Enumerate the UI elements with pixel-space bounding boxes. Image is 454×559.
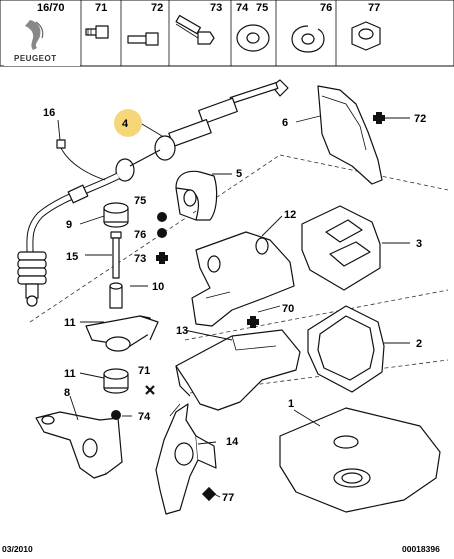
part-14-bracket xyxy=(155,403,217,515)
header-num-77: 77 xyxy=(368,2,380,14)
header-part-73-screw-icon xyxy=(175,14,215,45)
callout-10: 10 xyxy=(152,281,164,293)
part-6-heat-shield xyxy=(317,85,383,185)
header-part-77-nut-icon xyxy=(351,21,381,51)
brand-name: PEUGEOT xyxy=(14,54,57,63)
header-num-74: 74 xyxy=(236,2,249,14)
header-num-76: 76 xyxy=(320,2,332,14)
callout-4: 4 xyxy=(122,118,129,130)
header-num-16-70: 16/70 xyxy=(37,2,65,14)
callout-71: 71 xyxy=(138,365,150,377)
header-num-71: 71 xyxy=(95,2,107,14)
part-74-symbol xyxy=(111,410,121,420)
header-part-71-bolt-icon xyxy=(85,25,109,39)
part-9-bush xyxy=(103,202,129,228)
part-5-clamp xyxy=(175,170,218,221)
callout-14: 14 xyxy=(226,436,239,448)
callout-11-lower: 11 xyxy=(64,368,76,380)
part-12-bracket xyxy=(191,231,295,327)
callout-74: 74 xyxy=(138,411,151,423)
callout-5: 5 xyxy=(236,168,242,180)
part-70-plus-icon xyxy=(247,316,259,328)
callout-12: 12 xyxy=(284,209,296,221)
callout-15: 15 xyxy=(66,251,78,263)
part-75-symbol xyxy=(157,212,167,222)
highlight-marker xyxy=(114,109,142,137)
header-num-73: 73 xyxy=(210,2,222,14)
header-part-72-bolt-icon xyxy=(127,32,159,46)
callout-16: 16 xyxy=(43,107,55,119)
part-72-plus-icon xyxy=(373,112,385,124)
part-11-lower-bush xyxy=(103,368,129,394)
leader-lines xyxy=(57,115,410,498)
part-13-bracket xyxy=(175,329,301,411)
part-76-symbol xyxy=(157,228,167,238)
callout-1: 1 xyxy=(288,398,294,410)
part-10-spacer xyxy=(109,282,123,309)
callout-2: 2 xyxy=(416,338,422,350)
part-8-bracket xyxy=(35,411,123,479)
part-lever xyxy=(85,315,159,352)
part-1-base-plate xyxy=(279,407,441,513)
part-16-clip xyxy=(56,139,66,149)
callout-3: 3 xyxy=(416,238,422,250)
callout-6: 6 xyxy=(282,117,288,129)
peugeot-logo: PEUGEOT xyxy=(4,14,80,66)
callout-75: 75 xyxy=(134,195,146,207)
part-71-cross-icon xyxy=(145,385,155,395)
header-num-72: 72 xyxy=(151,2,163,14)
part-73-plus-icon xyxy=(156,252,168,264)
callout-70: 70 xyxy=(282,303,294,315)
callout-72: 72 xyxy=(414,113,426,125)
part-77-symbol xyxy=(201,486,217,502)
part-2-seal xyxy=(307,305,385,393)
callout-8: 8 xyxy=(64,387,70,399)
part-15-bolt xyxy=(110,231,122,279)
callout-13: 13 xyxy=(176,325,188,337)
part-4-shift-cable xyxy=(17,79,289,307)
callout-11-upper: 11 xyxy=(64,317,76,329)
callout-76: 76 xyxy=(134,229,146,241)
callout-9: 9 xyxy=(66,219,72,231)
callout-77: 77 xyxy=(222,492,234,504)
header-part-74-washer-icon xyxy=(236,24,270,52)
callout-73: 73 xyxy=(134,253,146,265)
part-3-gasket xyxy=(301,205,381,291)
header-part-75-spring-washer-icon xyxy=(291,25,325,53)
header-num-75: 75 xyxy=(256,2,268,14)
footer-date: 03/2010 xyxy=(2,544,33,554)
footer-ref: 00018396 xyxy=(402,544,440,554)
